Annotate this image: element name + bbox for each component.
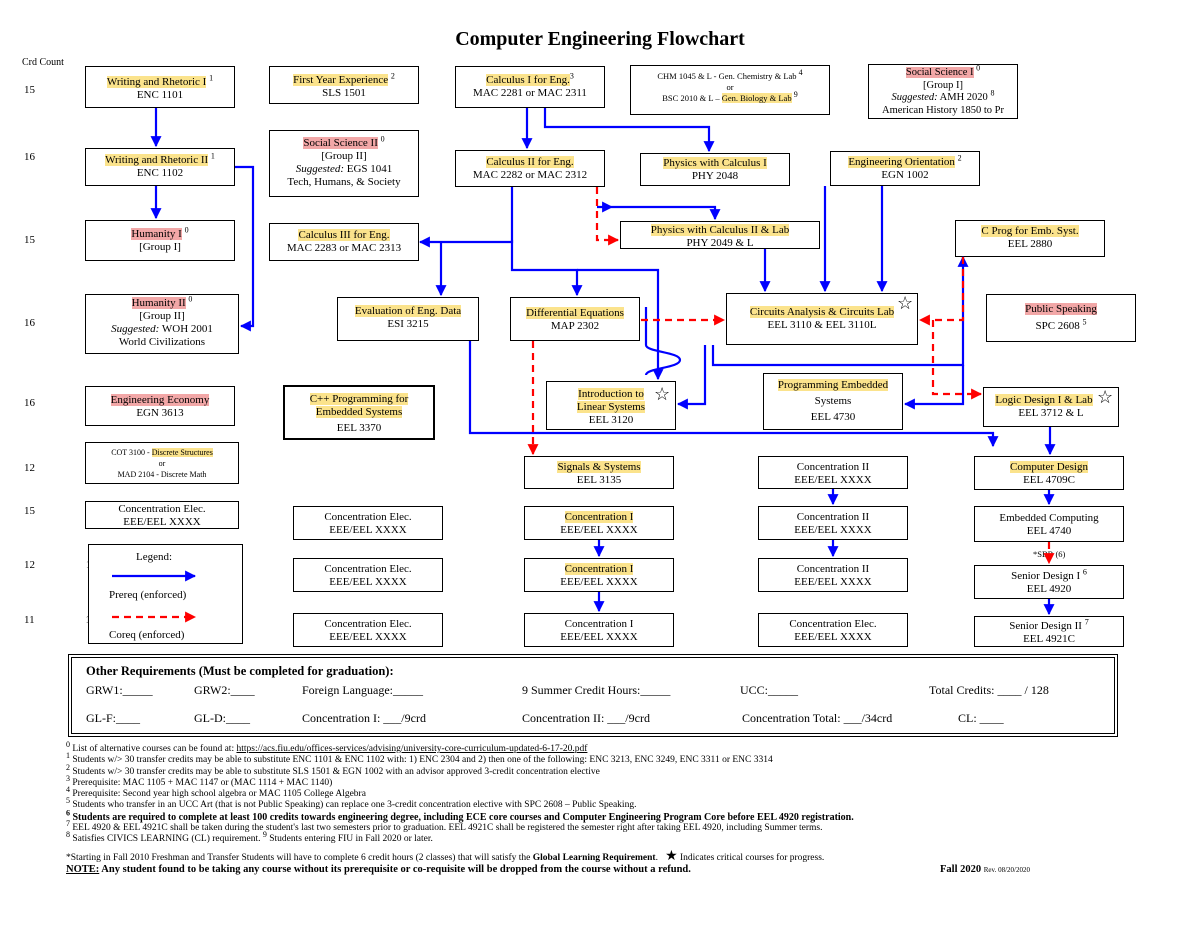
- prereq-arrow: [418, 187, 514, 248]
- req-concentration-total: Concentration Total: ___/34crd: [742, 711, 893, 725]
- course-engineering-orientation: Engineering Orientation 2 EGN 1002: [830, 151, 980, 186]
- legend-coreq-label: Coreq (enforced): [109, 629, 185, 641]
- course-concentration-2-b: Concentration II EEE/EEL XXXX: [758, 506, 908, 540]
- footnote-4: 4 Prerequisite: Second year high school …: [66, 785, 366, 800]
- course-signals-systems: Signals & Systems EEL 3135: [524, 456, 674, 489]
- prereq-arrow: [644, 307, 682, 376]
- course-concentration-elective-1: Concentration Elec. EEE/EEL XXXX: [85, 501, 239, 529]
- course-computer-design: Computer Design EEL 4709C: [974, 456, 1124, 490]
- req-concentration-1: Concentration I: ___/9crd: [302, 711, 426, 725]
- course-public-speaking: Public Speaking SPC 2608 5: [986, 294, 1136, 342]
- critical-star-icon: ☆: [897, 293, 914, 313]
- global-learning-note: *Starting in Fall 2010 Freshman and Tran…: [66, 848, 825, 864]
- course-programming-embedded: Programming Embedded Systems EEL 4730: [763, 373, 903, 430]
- course-calculus-3: Calculus III for Eng. MAC 2283 or MAC 23…: [269, 223, 419, 261]
- course-circuits-analysis: Circuits Analysis & Circuits Lab EEL 311…: [726, 293, 918, 345]
- req-foreign-language: Foreign Language:_____: [302, 683, 423, 697]
- course-differential-equations: Differential Equations MAP 2302: [510, 297, 640, 341]
- course-humanity-1: Humanity I 0 [Group I]: [85, 220, 235, 261]
- req-grw2: GRW2:____: [194, 683, 255, 697]
- course-logic-design: Logic Design I & Lab EEL 3712 & L: [983, 387, 1119, 427]
- course-c-prog-embedded: C Prog for Emb. Syst. EEL 2880: [955, 220, 1105, 257]
- critical-star-icon: ★: [665, 848, 678, 864]
- prereq-arrow: [597, 205, 721, 221]
- footnote-1: 1 Students w/> 30 transfer credits may b…: [66, 751, 773, 766]
- course-chemistry-or-biology: CHM 1045 & L - Gen. Chemistry & Lab 4 or…: [630, 65, 830, 115]
- drop-policy-note: NOTE: Any student found to be taking any…: [66, 863, 1030, 875]
- sbb-label: *SBB (6): [1033, 549, 1066, 559]
- course-social-science-2: Social Science II 0 [Group II] Suggested…: [269, 130, 419, 197]
- footnote-8-9: 8 Satisfies CIVICS LEARNING (CL) require…: [66, 830, 433, 845]
- course-concentration-1-b: Concentration I EEE/EEL XXXX: [524, 558, 674, 592]
- legend-prereq-label: Prereq (enforced): [109, 589, 187, 601]
- course-senior-design-2: Senior Design II 7 EEL 4921C: [974, 616, 1124, 647]
- req-total-credits: Total Credits: ____ / 128: [929, 683, 1049, 697]
- req-ucc: UCC:_____: [740, 683, 799, 697]
- course-humanity-2: Humanity II 0 [Group II] Suggested: WOH …: [85, 294, 239, 354]
- course-concentration-elective-3: Concentration Elec. EEE/EEL XXXX: [293, 558, 443, 592]
- critical-star-icon: ☆: [1097, 387, 1114, 407]
- req-grw1: GRW1:_____: [86, 683, 153, 697]
- course-social-science-1: Social Science I 0 [Group I] Suggested: …: [868, 64, 1018, 119]
- crd-count-header: Crd Count: [22, 57, 64, 68]
- footnote-5: 5 Students who transfer in an UCC Art (t…: [66, 796, 637, 811]
- prereq-arrow: [903, 365, 965, 410]
- course-concentration-2-a: Concentration II EEE/EEL XXXX: [758, 456, 908, 489]
- req-civics-learning: CL: ____: [958, 711, 1004, 725]
- req-gl-d: GL-D:____: [194, 711, 250, 725]
- coreq-arrow: [931, 320, 983, 400]
- course-concentration-1-c: Concentration I EEE/EEL XXXX: [524, 613, 674, 647]
- course-physics-2: Physics with Calculus II & Lab PHY 2049 …: [620, 221, 820, 249]
- alternative-courses-link[interactable]: https://acs.fiu.edu/offices-services/adv…: [236, 744, 588, 754]
- prereq-arrow: [676, 345, 707, 410]
- coreq-arrow: [918, 257, 965, 326]
- course-concentration-2-c: Concentration II EEE/EEL XXXX: [758, 558, 908, 592]
- course-embedded-computing: Embedded Computing EEL 4740: [974, 506, 1124, 542]
- course-concentration-elective-5: Concentration Elec. EEE/EEL XXXX: [758, 613, 908, 647]
- footnote-2: 2 Students w/> 30 transfer credits may b…: [66, 762, 600, 777]
- footnote-0: 0 List of alternative courses can be fou…: [66, 739, 588, 754]
- footnote-6: 6 Students are required to complete at l…: [66, 808, 854, 823]
- course-cpp-embedded: C++ Programming for Embedded Systems EEL…: [283, 385, 435, 440]
- other-requirements-panel: Other Requirements (Must be completed fo…: [68, 654, 1118, 737]
- course-evaluation-eng-data: Evaluation of Eng. Data ESI 3215: [337, 297, 479, 341]
- page-title: Computer Engineering Flowchart: [455, 28, 745, 50]
- course-senior-design-1: Senior Design I 6 EEL 4920: [974, 565, 1124, 599]
- course-concentration-1-a: Concentration I EEE/EEL XXXX: [524, 506, 674, 540]
- course-physics-1: Physics with Calculus I PHY 2048: [640, 153, 790, 186]
- course-discrete-structures-or-math: COT 3100 - Discrete Structures or MAD 21…: [85, 442, 239, 484]
- critical-star-icon: ☆: [654, 384, 671, 404]
- footnote-3: 3 Prerequisite: MAC 1105 + MAC 1147 or (…: [66, 773, 333, 788]
- course-engineering-economy: Engineering Economy EGN 3613: [85, 386, 235, 426]
- requirements-title: Other Requirements (Must be completed fo…: [86, 664, 394, 678]
- legend-title: Legend:: [136, 551, 173, 563]
- prereq-arrow: [510, 240, 583, 297]
- course-writing-rhetoric-2: Writing and Rhetoric II 1 ENC 1102: [85, 148, 235, 186]
- course-calculus-1: Calculus I for Eng.3 MAC 2281 or MAC 231…: [455, 66, 605, 108]
- course-concentration-elective-2: Concentration Elec. EEE/EEL XXXX: [293, 506, 443, 540]
- course-writing-rhetoric-1: Writing and Rhetoric I 1 ENC 1101: [85, 66, 235, 108]
- course-concentration-elective-4: Concentration Elec. EEE/EEL XXXX: [293, 613, 443, 647]
- course-calculus-2: Calculus II for Eng. MAC 2282 or MAC 231…: [455, 150, 605, 187]
- req-gl-f: GL-F:____: [86, 711, 140, 725]
- req-concentration-2: Concentration II: ___/9crd: [522, 711, 650, 725]
- coreq-arrow: [595, 187, 620, 246]
- footnote-7: 7 EEL 4920 & EEL 4921C shall be taken du…: [66, 818, 823, 834]
- legend: Legend: Prereq (enforced) Coreq (enforce…: [88, 544, 243, 644]
- footnotes: 0 List of alternative courses can be fou…: [66, 739, 1146, 875]
- req-summer-credits: 9 Summer Credit Hours:_____: [522, 683, 671, 697]
- course-first-year-experience: First Year Experience 2 SLS 1501: [269, 66, 419, 104]
